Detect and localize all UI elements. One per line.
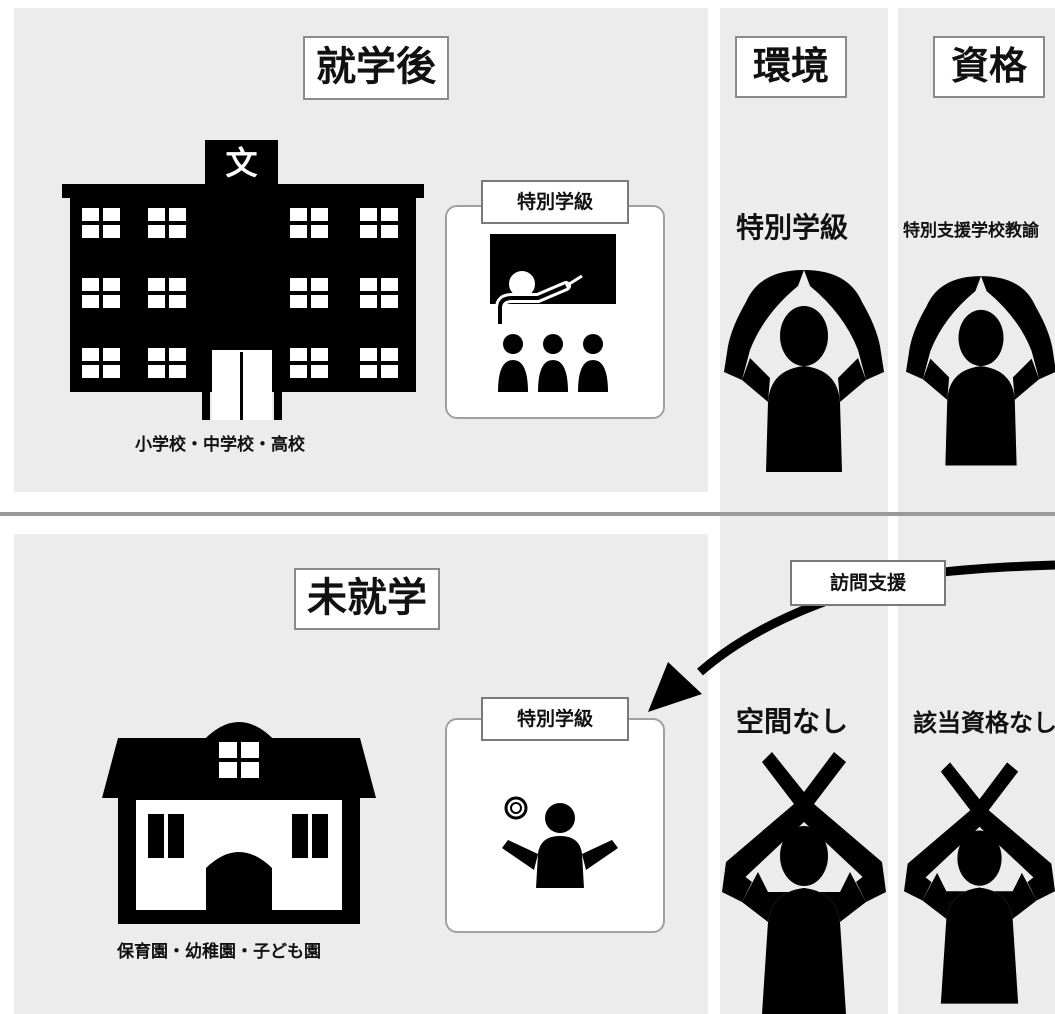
qualification-header: 資格: [933, 36, 1045, 98]
environment-top-status: 特別学級: [736, 211, 849, 244]
circle-ok-silhouette-qualification: [906, 276, 1055, 466]
section-divider: [0, 512, 1055, 516]
circle-ok-silhouette-environment: [724, 270, 884, 472]
school-building-icon: [62, 140, 424, 420]
cross-ng-silhouette-environment: [722, 752, 886, 1014]
special-class-label-bottom: 特別学級: [481, 697, 629, 741]
school-sign: 文: [225, 144, 258, 182]
teacher-classroom-icon: [490, 234, 616, 392]
environment-header: 環境: [735, 36, 847, 98]
school-caption: 小学校・中学校・高校: [135, 435, 305, 455]
kindergarten-building-icon: [102, 722, 376, 924]
special-class-label-top: 特別学級: [481, 180, 629, 224]
qualification-top-status: 特別支援学校教諭: [903, 221, 1039, 241]
pre-enrollment-title: 未就学: [294, 568, 440, 630]
cross-ng-silhouette-qualification: [904, 762, 1055, 1004]
confused-person-icon: [502, 796, 618, 888]
qualification-bottom-status: 該当資格なし: [913, 709, 1055, 737]
post-enrollment-title: 就学後: [303, 36, 449, 100]
environment-bottom-status: 空間なし: [736, 705, 849, 738]
kindergarten-caption: 保育園・幼稚園・子ども園: [117, 942, 321, 962]
visiting-support-label: 訪問支援: [790, 560, 946, 606]
